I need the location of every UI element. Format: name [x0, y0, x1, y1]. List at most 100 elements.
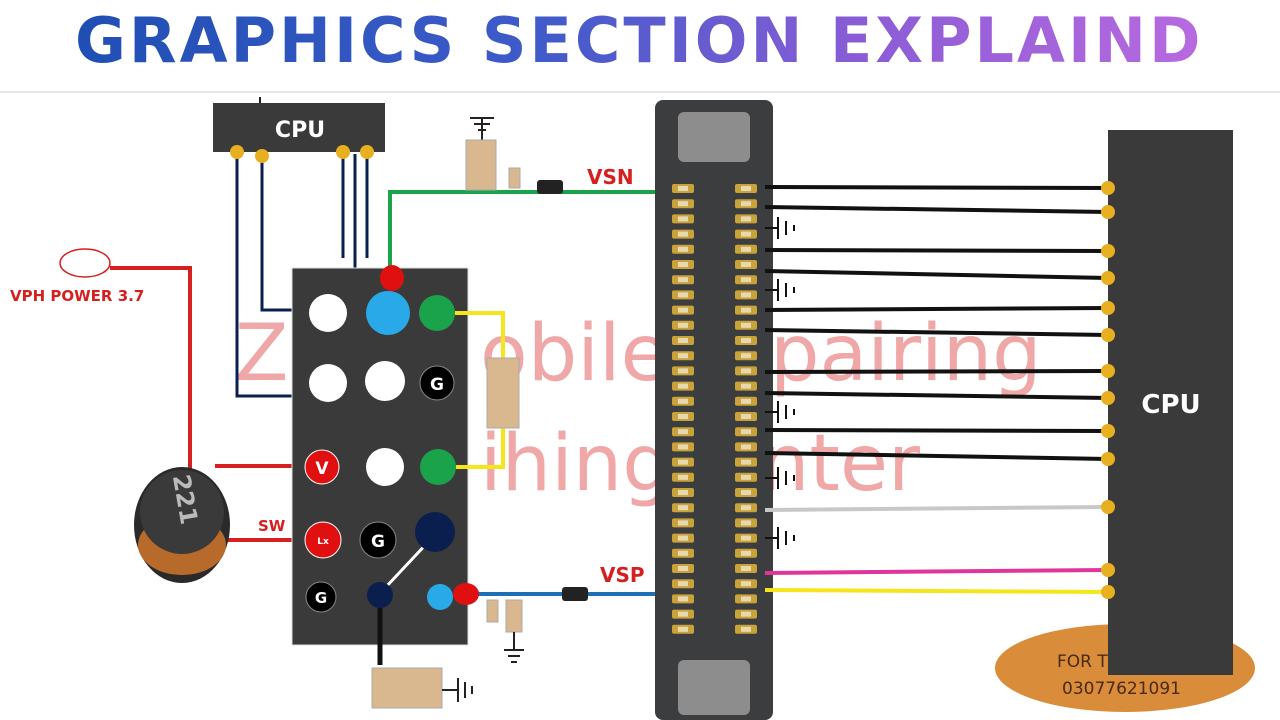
vsn-test-point [380, 265, 404, 291]
vsp-capacitors [486, 587, 588, 663]
connector-pad [735, 579, 757, 589]
svg-text:G: G [430, 375, 444, 395]
svg-text:FOR T: FOR T [1057, 652, 1108, 672]
signal-line [764, 306, 1109, 312]
connector-pad [672, 579, 694, 589]
cpu-pad [1101, 244, 1115, 258]
connector-pad [735, 260, 757, 269]
cpu-pad [1101, 364, 1115, 378]
vsn-label: VSN [587, 165, 634, 189]
signal-line [764, 568, 1109, 575]
connector-pad [672, 336, 694, 345]
cpu-top: CPU [213, 97, 385, 152]
chip-pins [304, 291, 456, 613]
connector-pad [735, 472, 757, 482]
connector-pad [672, 548, 694, 558]
connector-pad [735, 564, 757, 573]
cpu-pad [1101, 585, 1115, 599]
signal-line [764, 248, 1109, 253]
ground-icon [765, 279, 795, 301]
connector-pad [672, 366, 694, 376]
signal-line [764, 269, 1109, 280]
ground-icon [765, 217, 795, 239]
signal-line [764, 369, 1109, 374]
cpu-pad [1101, 424, 1115, 438]
signal-line [764, 205, 1109, 214]
connector-pad [672, 624, 694, 634]
connector-pad [672, 351, 694, 361]
signal-line [764, 451, 1109, 461]
ground-icon [765, 527, 795, 549]
connector-pad [735, 275, 757, 285]
connector-pad [735, 244, 757, 254]
connector-pad [735, 457, 757, 467]
vsn-capacitors [465, 117, 563, 194]
svg-text:nter: nter [760, 419, 921, 509]
connector-pad [672, 214, 694, 224]
signal-lines [764, 181, 1115, 599]
svg-text:CPU: CPU [1141, 390, 1200, 420]
svg-text:CPU: CPU [275, 118, 325, 143]
connector-pad [735, 427, 757, 437]
cpu-pad [1101, 181, 1115, 195]
connector-pad [735, 305, 757, 315]
signal-line [764, 428, 1109, 433]
connector-pad [735, 320, 757, 330]
connector-pad [672, 503, 694, 513]
connector-pad [672, 396, 694, 406]
vph-power-label: VPH POWER 3.7 [10, 287, 144, 305]
connector-pad [735, 533, 757, 543]
connector-pad [735, 412, 757, 421]
svg-text:pairing: pairing [770, 309, 1042, 399]
svg-text:G: G [315, 589, 327, 607]
signal-line [764, 185, 1109, 190]
cpu-pad [1101, 328, 1115, 342]
output-capacitor [455, 311, 520, 469]
signal-line [764, 588, 1109, 594]
inductor: 221 [134, 467, 230, 583]
vsp-label: VSP [600, 563, 645, 587]
connector-pad [735, 184, 757, 193]
vsn-line [388, 190, 660, 275]
connector-pad [672, 518, 694, 528]
svg-text:Z: Z [235, 309, 288, 399]
signal-line [764, 328, 1109, 337]
watermark: Z obile pairing ihing nter [235, 309, 1042, 509]
sw-label: SW [258, 517, 286, 535]
connector-pad [735, 442, 757, 452]
switch-trace [383, 538, 432, 590]
connector-pad [735, 518, 757, 528]
connector-pad [735, 609, 757, 619]
connector-pad [672, 184, 694, 193]
connector-pad [735, 336, 757, 345]
page-title: GRAPHICS SECTION EXPLAIND [75, 4, 1204, 77]
connector-pad [672, 305, 694, 315]
svg-text:03077621091: 03077621091 [1062, 679, 1181, 699]
connector-pad [735, 199, 757, 209]
ground-icon [765, 467, 795, 489]
connector-pad [735, 503, 757, 513]
connector-pad [672, 412, 694, 421]
contact-oval: FOR T 03077621091 [995, 620, 1255, 712]
signal-line [764, 391, 1109, 400]
connector-pad [672, 199, 694, 209]
connector-pad [672, 457, 694, 467]
connector-pad [735, 594, 757, 604]
connector-pad [735, 548, 757, 558]
cpu-pad [1101, 500, 1115, 514]
ground-icon [765, 401, 795, 423]
connector-pad [672, 260, 694, 269]
connector-pad [735, 290, 757, 300]
cpu-top-pads [230, 145, 374, 163]
connector-pad [735, 381, 757, 391]
connector-pad [672, 381, 694, 391]
cpu-pad [1101, 271, 1115, 285]
cpu-pad [1101, 205, 1115, 219]
connector-pad [735, 488, 757, 497]
connector-pad [672, 290, 694, 300]
connector-pad [735, 396, 757, 406]
pin-labels: G V Lx G G [315, 375, 444, 607]
connector-pad [672, 594, 694, 604]
connector-pad [672, 472, 694, 482]
